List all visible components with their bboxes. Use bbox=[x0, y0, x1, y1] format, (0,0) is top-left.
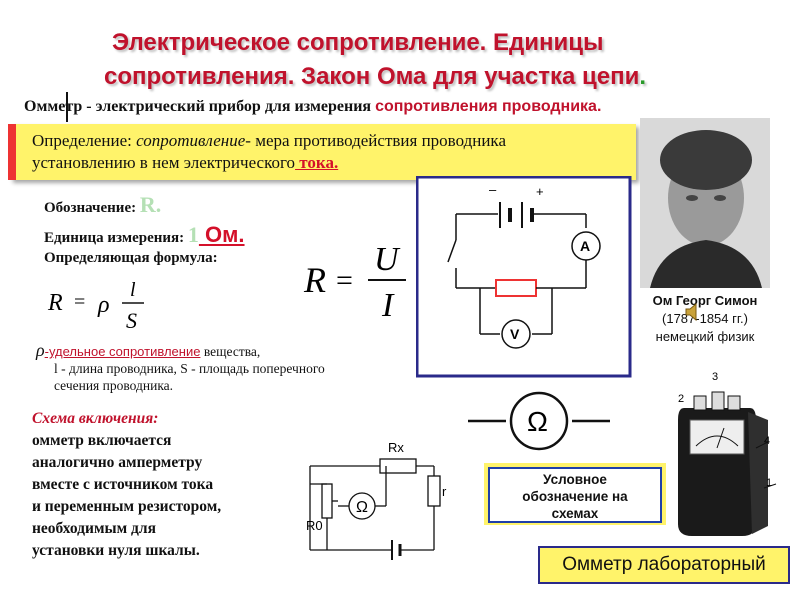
resistivity-formula: R = ρ l S bbox=[47, 279, 144, 333]
formula-s: S bbox=[126, 308, 137, 333]
lab-ohmmeter-illustration: 1 2 3 4 bbox=[678, 371, 777, 536]
conditional-inner: Условное обозначение на схемах bbox=[488, 467, 662, 523]
scheme-line: установки нуля шкалы. bbox=[32, 542, 200, 559]
ohm-formula-u: U bbox=[374, 241, 401, 278]
title-line-2-text: сопротивления. Закон Ома для участка цеп… bbox=[104, 63, 640, 90]
resistivity-note: ρ-удельное сопротивление вещества, l - д… bbox=[36, 340, 325, 394]
rho-text-2: l - длина проводника, S - площадь попере… bbox=[54, 361, 325, 376]
cursor-bar bbox=[66, 92, 68, 122]
label-rx: Rx bbox=[388, 440, 404, 455]
speaker-icon[interactable] bbox=[684, 302, 700, 322]
ohmmeter-term: Омметр bbox=[24, 98, 83, 115]
notation-symbol: R. bbox=[139, 192, 162, 217]
battery-minus: – bbox=[489, 182, 497, 197]
rho-text-1: вещества, bbox=[200, 344, 261, 359]
portrait-caption: Ом Георг Симон (1787-1854 гг.) немецкий … bbox=[630, 292, 780, 346]
ohmmeter-definition: Омметр - электрический прибор для измере… bbox=[24, 98, 601, 116]
device-number: 1 bbox=[766, 477, 772, 489]
title-line-1: Электрическое сопротивление. Единицы bbox=[112, 29, 604, 56]
notation-label: Обозначение: bbox=[44, 200, 140, 216]
portrait-ohm bbox=[640, 118, 770, 288]
unit-label: Единица измерения: bbox=[44, 230, 188, 246]
definition-label: Определение: bbox=[32, 131, 137, 150]
ohm-formula-i: I bbox=[381, 287, 395, 324]
conditional-line-2: обозначение на bbox=[522, 489, 628, 504]
unit-row: Единица измерения: 1 Ом. bbox=[44, 222, 245, 248]
device-number: 3 bbox=[712, 371, 718, 383]
label-r0: R0 bbox=[306, 518, 323, 533]
resistivity-link[interactable]: -удельное сопротивление bbox=[44, 344, 201, 359]
title-dot: . bbox=[639, 63, 646, 90]
ohm-symbol-glyph: Ω bbox=[527, 406, 548, 437]
circuit-frame bbox=[416, 176, 632, 378]
ohmmeter-link[interactable]: сопротивления проводника. bbox=[375, 98, 602, 115]
formula-eq: = bbox=[74, 291, 85, 313]
lab-ohmmeter-caption: Омметр лабораторный bbox=[538, 546, 790, 584]
scheme-line: необходимым для bbox=[32, 520, 156, 537]
ohmmeter-symbol: Ω bbox=[468, 391, 610, 451]
formula-r: R bbox=[47, 290, 63, 316]
voltmeter-label: V bbox=[510, 326, 520, 342]
formula-label: Определяющая формула: bbox=[44, 250, 218, 266]
scheme-line: аналогично амперметру bbox=[32, 454, 203, 471]
label-r: r bbox=[442, 484, 447, 499]
formula-rho: ρ bbox=[97, 292, 110, 318]
scheme-text: Схема включения: омметр включается анало… bbox=[32, 408, 221, 562]
definition-box: Определение: сопротивление- мера противо… bbox=[8, 124, 636, 180]
definition-current-link[interactable]: тока. bbox=[295, 153, 339, 172]
definition-term: сопротивление bbox=[136, 131, 246, 150]
formula-l: l bbox=[130, 279, 136, 301]
ohm-law-formula: R = U I bbox=[303, 241, 406, 324]
title-line-2: сопротивления. Закон Ома для участка цеп… bbox=[104, 60, 646, 94]
scheme-line: омметр включается bbox=[32, 432, 172, 449]
scheme-line: вместе с источником тока bbox=[32, 476, 214, 493]
circuit-diagram: – + A V bbox=[416, 176, 632, 378]
ohm-formula-eq: = bbox=[336, 264, 353, 297]
conditional-line-3: схемах bbox=[551, 506, 599, 521]
rho-text-3: сечения проводника. bbox=[54, 378, 174, 393]
scheme-heading: Схема включения: bbox=[32, 410, 159, 427]
rho-symbol: ρ bbox=[36, 340, 45, 360]
portrait-years: (1787-1854 гг.) bbox=[662, 311, 748, 326]
scheme-line: и переменным резистором, bbox=[32, 498, 222, 515]
conditional-line-1: Условное bbox=[543, 472, 607, 487]
device-number: 2 bbox=[678, 393, 684, 405]
definition-text-1: - мера противодействия проводника bbox=[245, 131, 506, 150]
ohmmeter-text: - электрический прибор для измерения bbox=[82, 98, 376, 115]
notation-row: Обозначение: R. bbox=[44, 192, 161, 218]
unit-ohm: Ом. bbox=[198, 222, 245, 247]
definition-stripe bbox=[8, 124, 16, 180]
portrait-role: немецкий физик bbox=[655, 329, 755, 344]
ohmmeter-scheme: Ω Rx R0 r bbox=[306, 440, 447, 560]
definition-text-2: установлению в нем электрического bbox=[32, 153, 296, 172]
portrait-name: Ом Георг Симон bbox=[652, 293, 758, 308]
conditional-designation: Условное обозначение на схемах bbox=[484, 463, 666, 525]
scheme-omega: Ω bbox=[356, 499, 368, 516]
battery-plus: + bbox=[536, 184, 544, 199]
device-number: 4 bbox=[764, 435, 770, 447]
ohm-formula-r: R bbox=[303, 260, 326, 300]
definition-text: Определение: сопротивление- мера противо… bbox=[32, 130, 506, 174]
unit-number: 1 bbox=[187, 222, 199, 247]
ammeter-label: A bbox=[580, 238, 590, 254]
